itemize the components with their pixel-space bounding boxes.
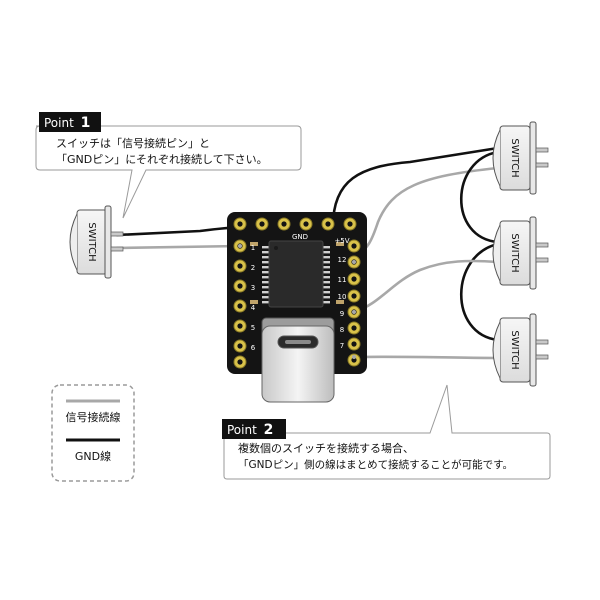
point1-tag-number: 1 (81, 115, 91, 131)
smd-component (336, 242, 344, 246)
point2-tag-number: 2 (264, 422, 274, 438)
chip-leads-right (322, 246, 330, 304)
switch-left-label: SWITCH (86, 222, 97, 261)
smd-component (250, 300, 258, 304)
legend-signal-label: 信号接続線 (66, 410, 121, 424)
svg-text:Point 1: Point 1 (44, 115, 90, 131)
switch-top: SWITCH (492, 121, 549, 195)
svg-text:Point 2: Point 2 (227, 422, 273, 438)
microcontroller-board: GND +5V 1 2 3 4 5 6 12 11 10 9 8 7 (227, 212, 367, 403)
chip-leads-left (262, 246, 270, 304)
pin-label-1: 1 (251, 244, 255, 252)
wire-left-signal (115, 244, 242, 250)
switch-bottom: SWITCH (492, 313, 549, 387)
point1-tag-label: Point (44, 116, 74, 130)
wire-top-gnd (331, 146, 500, 228)
wire-gnd-chain-1 (459, 150, 500, 244)
point2-tag-label: Point (227, 423, 257, 437)
point2-text-line1: 複数個のスイッチを接続する場合、 (238, 441, 414, 455)
wire-middle-signal (352, 259, 500, 314)
switch-middle: SWITCH (492, 216, 549, 290)
wire-gnd-chain-2 (459, 242, 500, 342)
point1-text-line1: スイッチは「信号接続ピン」と (56, 136, 210, 150)
point1-callout: Point 1 スイッチは「信号接続ピン」と 「GNDピン」にそれぞれ接続して下… (35, 112, 302, 219)
switch-bottom-label: SWITCH (509, 330, 520, 369)
pin-label-2: 2 (251, 264, 255, 272)
wire-endpoints (238, 222, 356, 359)
smd-component (250, 242, 258, 246)
right-pin-labels: 12 11 10 9 8 7 (338, 256, 347, 350)
legend-gnd-label: GND線 (75, 449, 111, 463)
smd-component (336, 300, 344, 304)
usb-c-connector (261, 317, 335, 403)
point1-text-line2: 「GNDピン」にそれぞれ接続して下さい。 (56, 152, 268, 166)
left-pin-labels: 1 2 3 4 5 6 (251, 244, 256, 352)
switch-middle-label: SWITCH (509, 233, 520, 272)
switch-top-label: SWITCH (509, 138, 520, 177)
legend-frame (51, 384, 135, 482)
chip (262, 240, 330, 308)
legend: 信号接続線 GND線 (51, 384, 135, 482)
switch-left: SWITCH (69, 205, 124, 279)
point2-tag (222, 419, 286, 439)
pin-label-12: 12 (338, 256, 347, 264)
board-5v-label: +5V (334, 237, 349, 245)
pin-label-6: 6 (251, 344, 256, 352)
pin-label-10: 10 (338, 293, 347, 301)
board-gnd-label: GND (292, 233, 308, 241)
pin-label-4: 4 (251, 304, 256, 312)
wire-top-signal (352, 166, 500, 258)
pin-label-5: 5 (251, 324, 255, 332)
pin-label-9: 9 (340, 310, 344, 318)
point2-callout: Point 2 複数個のスイッチを接続する場合、 「GNDピン」側の線はまとめて… (222, 384, 551, 480)
chip-body (268, 240, 324, 308)
point2-text-line2: 「GNDピン」側の線はまとめて接続することが可能です。 (238, 458, 513, 471)
point1-tag (39, 112, 101, 132)
pin-label-8: 8 (340, 326, 344, 334)
pin-label-11: 11 (338, 276, 347, 284)
pin-label-3: 3 (251, 284, 255, 292)
wire-bottom-signal (352, 355, 500, 360)
pin-label-7: 7 (340, 342, 344, 350)
point1-bubble (35, 125, 302, 219)
